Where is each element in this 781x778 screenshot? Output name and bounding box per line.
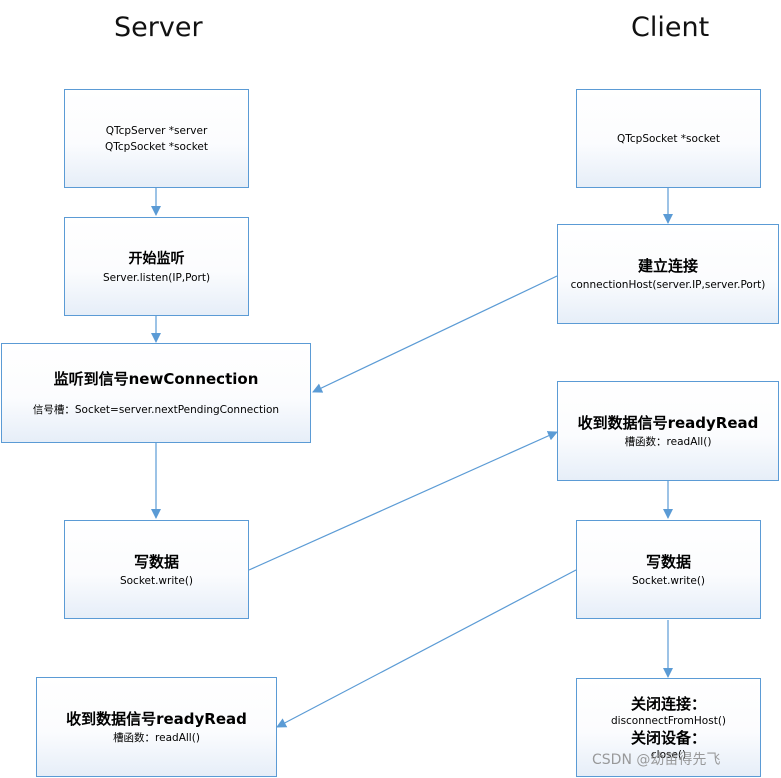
- server-readyread-code: 槽函数：readAll(): [113, 732, 200, 744]
- arrow-connect-to-newconnection: [312, 275, 558, 393]
- client-readyread-title: 收到数据信号readyRead: [577, 414, 759, 432]
- client-close-device-code: close(): [650, 748, 687, 761]
- server-readyread-title: 收到数据信号readyRead: [66, 710, 247, 728]
- client-disconnect-title: 关闭连接：: [630, 694, 706, 713]
- client-connect-box: 建立连接 connectionHost(server.IP,server.Por…: [557, 224, 779, 324]
- client-readyread-code: 槽函数：readAll(): [624, 436, 712, 448]
- server-objects-box: QTcpServer *server QTcpSocket *socket: [64, 89, 249, 188]
- client-column-title: Client: [631, 12, 710, 43]
- client-write-title: 写数据: [645, 552, 691, 571]
- arrow-server-write-to-client-readyread: [248, 431, 558, 571]
- server-listen-title: 开始监听: [128, 250, 185, 267]
- client-readyread-box: 收到数据信号readyRead 槽函数：readAll(): [557, 381, 779, 481]
- client-object-line-1: QTcpSocket *socket: [616, 132, 721, 145]
- client-objects-box: QTcpSocket *socket: [576, 89, 761, 188]
- server-object-line-2: QTcpSocket *socket: [104, 140, 209, 153]
- server-write-title: 写数据: [133, 552, 179, 571]
- server-column-title: Server: [114, 12, 203, 43]
- client-disconnect-code: disconnectFromHost(): [610, 714, 727, 727]
- server-write-code: Socket.write(): [119, 574, 194, 587]
- server-object-line-1: QTcpServer *server: [105, 124, 208, 137]
- server-write-box: 写数据 Socket.write(): [64, 520, 249, 619]
- server-newconnection-title: 监听到信号newConnection: [53, 370, 259, 388]
- client-close-device-title: 关闭设备：: [630, 728, 706, 747]
- arrow-client-write-to-server-readyread: [276, 569, 577, 728]
- client-write-code: Socket.write(): [631, 574, 706, 587]
- client-connect-code: connectionHost(server.IP,server.Port): [570, 279, 766, 291]
- client-connect-title: 建立连接: [637, 257, 698, 275]
- client-close-box: 关闭连接： disconnectFromHost() 关闭设备： close(): [576, 678, 761, 777]
- csdn-watermark: CSDN @幼苗得先飞: [592, 752, 721, 768]
- server-newconnection-code: 信号槽：Socket=server.nextPendingConnection: [32, 404, 280, 416]
- server-listen-box: 开始监听 Server.listen(IP,Port): [64, 217, 249, 316]
- client-write-box: 写数据 Socket.write(): [576, 520, 761, 619]
- server-newconnection-box: 监听到信号newConnection 信号槽：Socket=server.nex…: [1, 343, 311, 443]
- server-listen-code: Server.listen(IP,Port): [102, 271, 211, 284]
- server-readyread-box: 收到数据信号readyRead 槽函数：readAll(): [36, 677, 277, 777]
